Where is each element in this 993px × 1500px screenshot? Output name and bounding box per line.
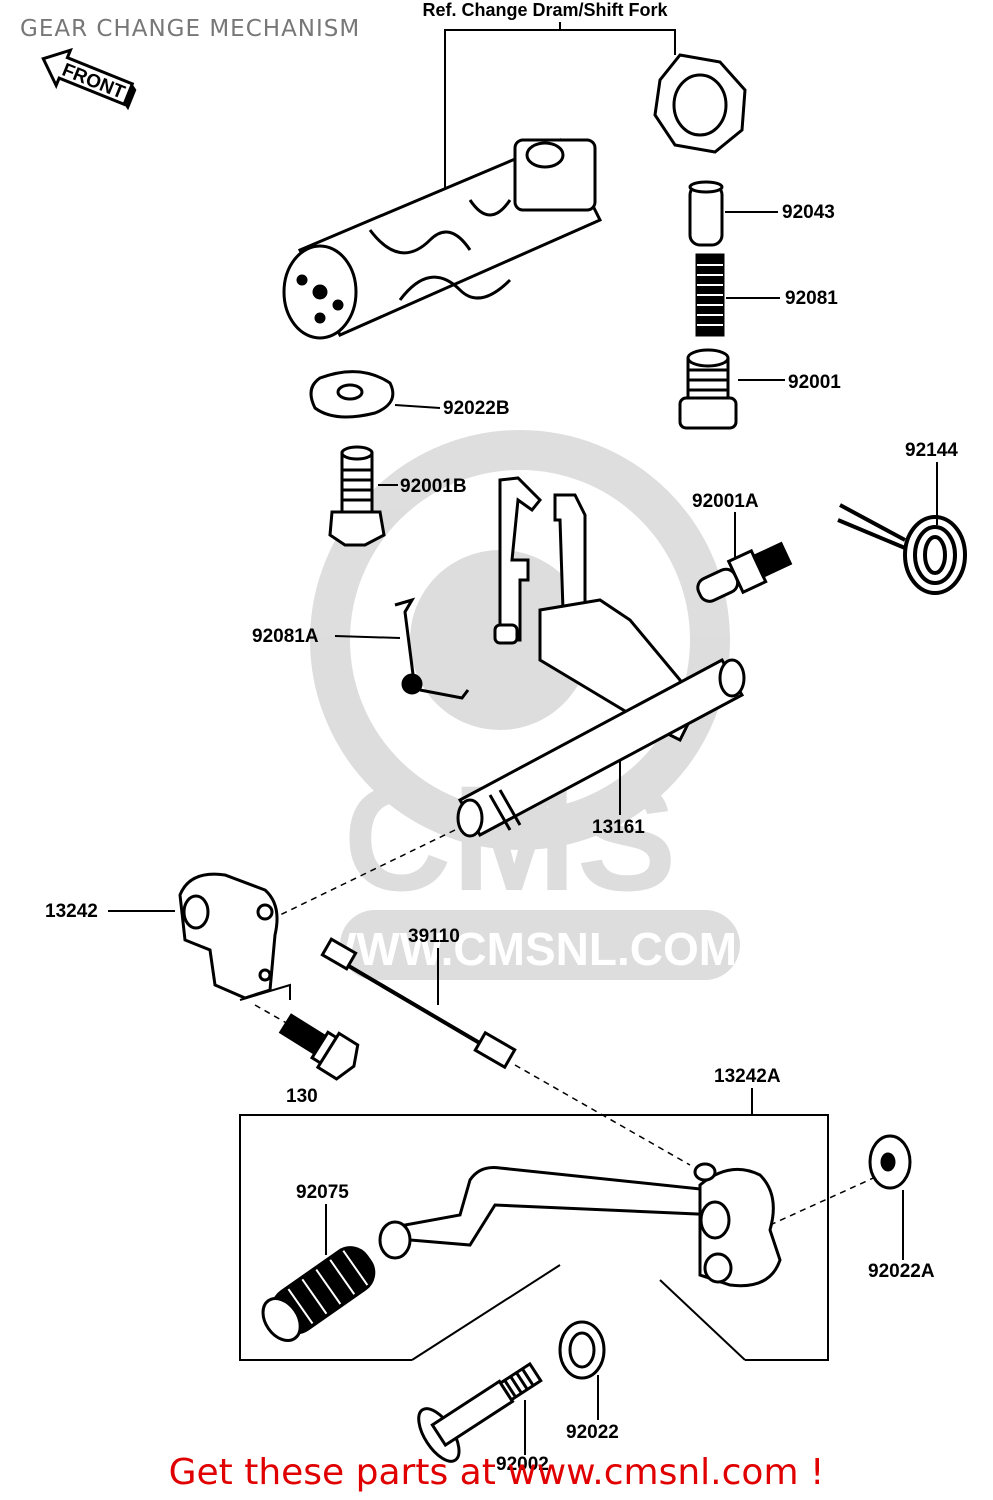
part-label-92081A: 92081A <box>252 626 319 647</box>
part-label-39110: 39110 <box>408 926 460 947</box>
part-label-92002: 92002 <box>496 1454 549 1475</box>
reference-bracket: Ref. Change Dram/Shift Fork <box>422 0 676 190</box>
part-label-13242A: 13242A <box>714 1066 781 1087</box>
footer-link[interactable]: Get these parts at www.cmsnl.com ! <box>168 1452 825 1493</box>
spring-92144-icon <box>837 503 967 595</box>
part-label-92001B: 92001B <box>400 476 467 497</box>
bolt-92001-icon <box>678 348 738 430</box>
part-label-13242: 13242 <box>45 901 98 922</box>
part-label-92043: 92043 <box>782 202 835 223</box>
shaft-13161-icon <box>456 657 746 838</box>
pedal-group-frame <box>239 1114 829 1361</box>
front-arrow-icon: FRONT <box>41 47 137 111</box>
washer-92022A-icon <box>868 1134 912 1190</box>
lever-13242-icon <box>178 872 279 1000</box>
watermark-mascot-icon <box>310 430 730 850</box>
pedal-13242A-icon <box>378 1162 782 1288</box>
pin-92043-icon <box>688 180 724 247</box>
reference-note: Ref. Change Dram/Shift Fork <box>422 0 668 20</box>
bolt-92001A-icon <box>696 541 793 603</box>
change-drum-icon <box>282 138 603 340</box>
front-arrow-label: FRONT <box>59 60 128 104</box>
watermark-url: WWW.CMSNL.COM <box>313 923 737 975</box>
spring-92081A-icon <box>394 597 470 700</box>
watermark: CMS WWW.CMSNL.COM <box>310 430 740 980</box>
bolt-92001B-icon <box>328 445 386 547</box>
washer-92022B-icon <box>309 370 395 419</box>
part-label-92001A: 92001A <box>692 491 759 512</box>
part-label-92022: 92022 <box>566 1422 619 1443</box>
washer-92022-icon <box>558 1320 606 1380</box>
bolt-130-icon <box>278 1013 360 1081</box>
rubber-92075-icon <box>261 1246 376 1342</box>
part-label-92022B: 92022B <box>443 398 510 419</box>
part-label-92075: 92075 <box>296 1182 349 1203</box>
spring-92081-icon <box>695 253 725 337</box>
page-title: GEAR CHANGE MECHANISM <box>20 16 361 42</box>
rod-39110-icon <box>320 937 517 1070</box>
part-label-92022A: 92022A <box>868 1261 935 1282</box>
part-label-92144: 92144 <box>905 440 958 461</box>
part-label-130: 130 <box>286 1086 318 1107</box>
part-label-13161: 13161 <box>592 817 645 838</box>
part-label-92081: 92081 <box>785 288 838 309</box>
part-label-92001: 92001 <box>788 372 841 393</box>
shift-cam-plate-icon <box>653 53 747 154</box>
bolt-92002-icon <box>417 1361 543 1463</box>
